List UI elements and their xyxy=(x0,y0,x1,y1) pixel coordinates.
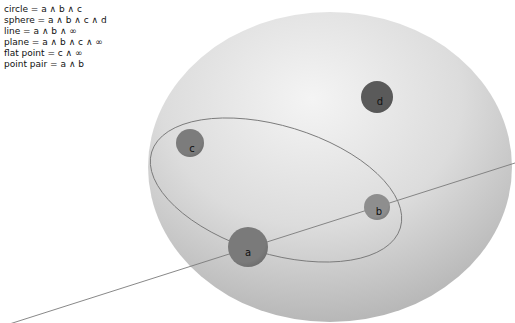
formula-text: point pair = a ∧ b xyxy=(4,59,84,70)
formula-text: circle = a ∧ b ∧ c xyxy=(4,4,82,15)
formula-text: line = a ∧ b ∧ ∞ xyxy=(4,26,77,37)
point-sphere: b xyxy=(364,194,390,220)
formula-text: sphere = a ∧ b ∧ c ∧ d xyxy=(4,15,107,26)
point-sphere: a xyxy=(228,227,268,267)
point-sphere: c xyxy=(176,129,204,157)
point-label: a xyxy=(245,247,251,258)
formula-text: plane = a ∧ b ∧ c ∧ ∞ xyxy=(4,37,103,48)
point-label: c xyxy=(189,143,195,154)
point-sphere: d xyxy=(361,81,393,113)
formula-text: flat point = c ∧ ∞ xyxy=(4,48,83,59)
point-label: b xyxy=(376,206,382,217)
point-label: d xyxy=(377,96,383,107)
sphere-body xyxy=(148,12,512,322)
line-through-points xyxy=(0,163,515,323)
circle-curve xyxy=(133,91,419,289)
